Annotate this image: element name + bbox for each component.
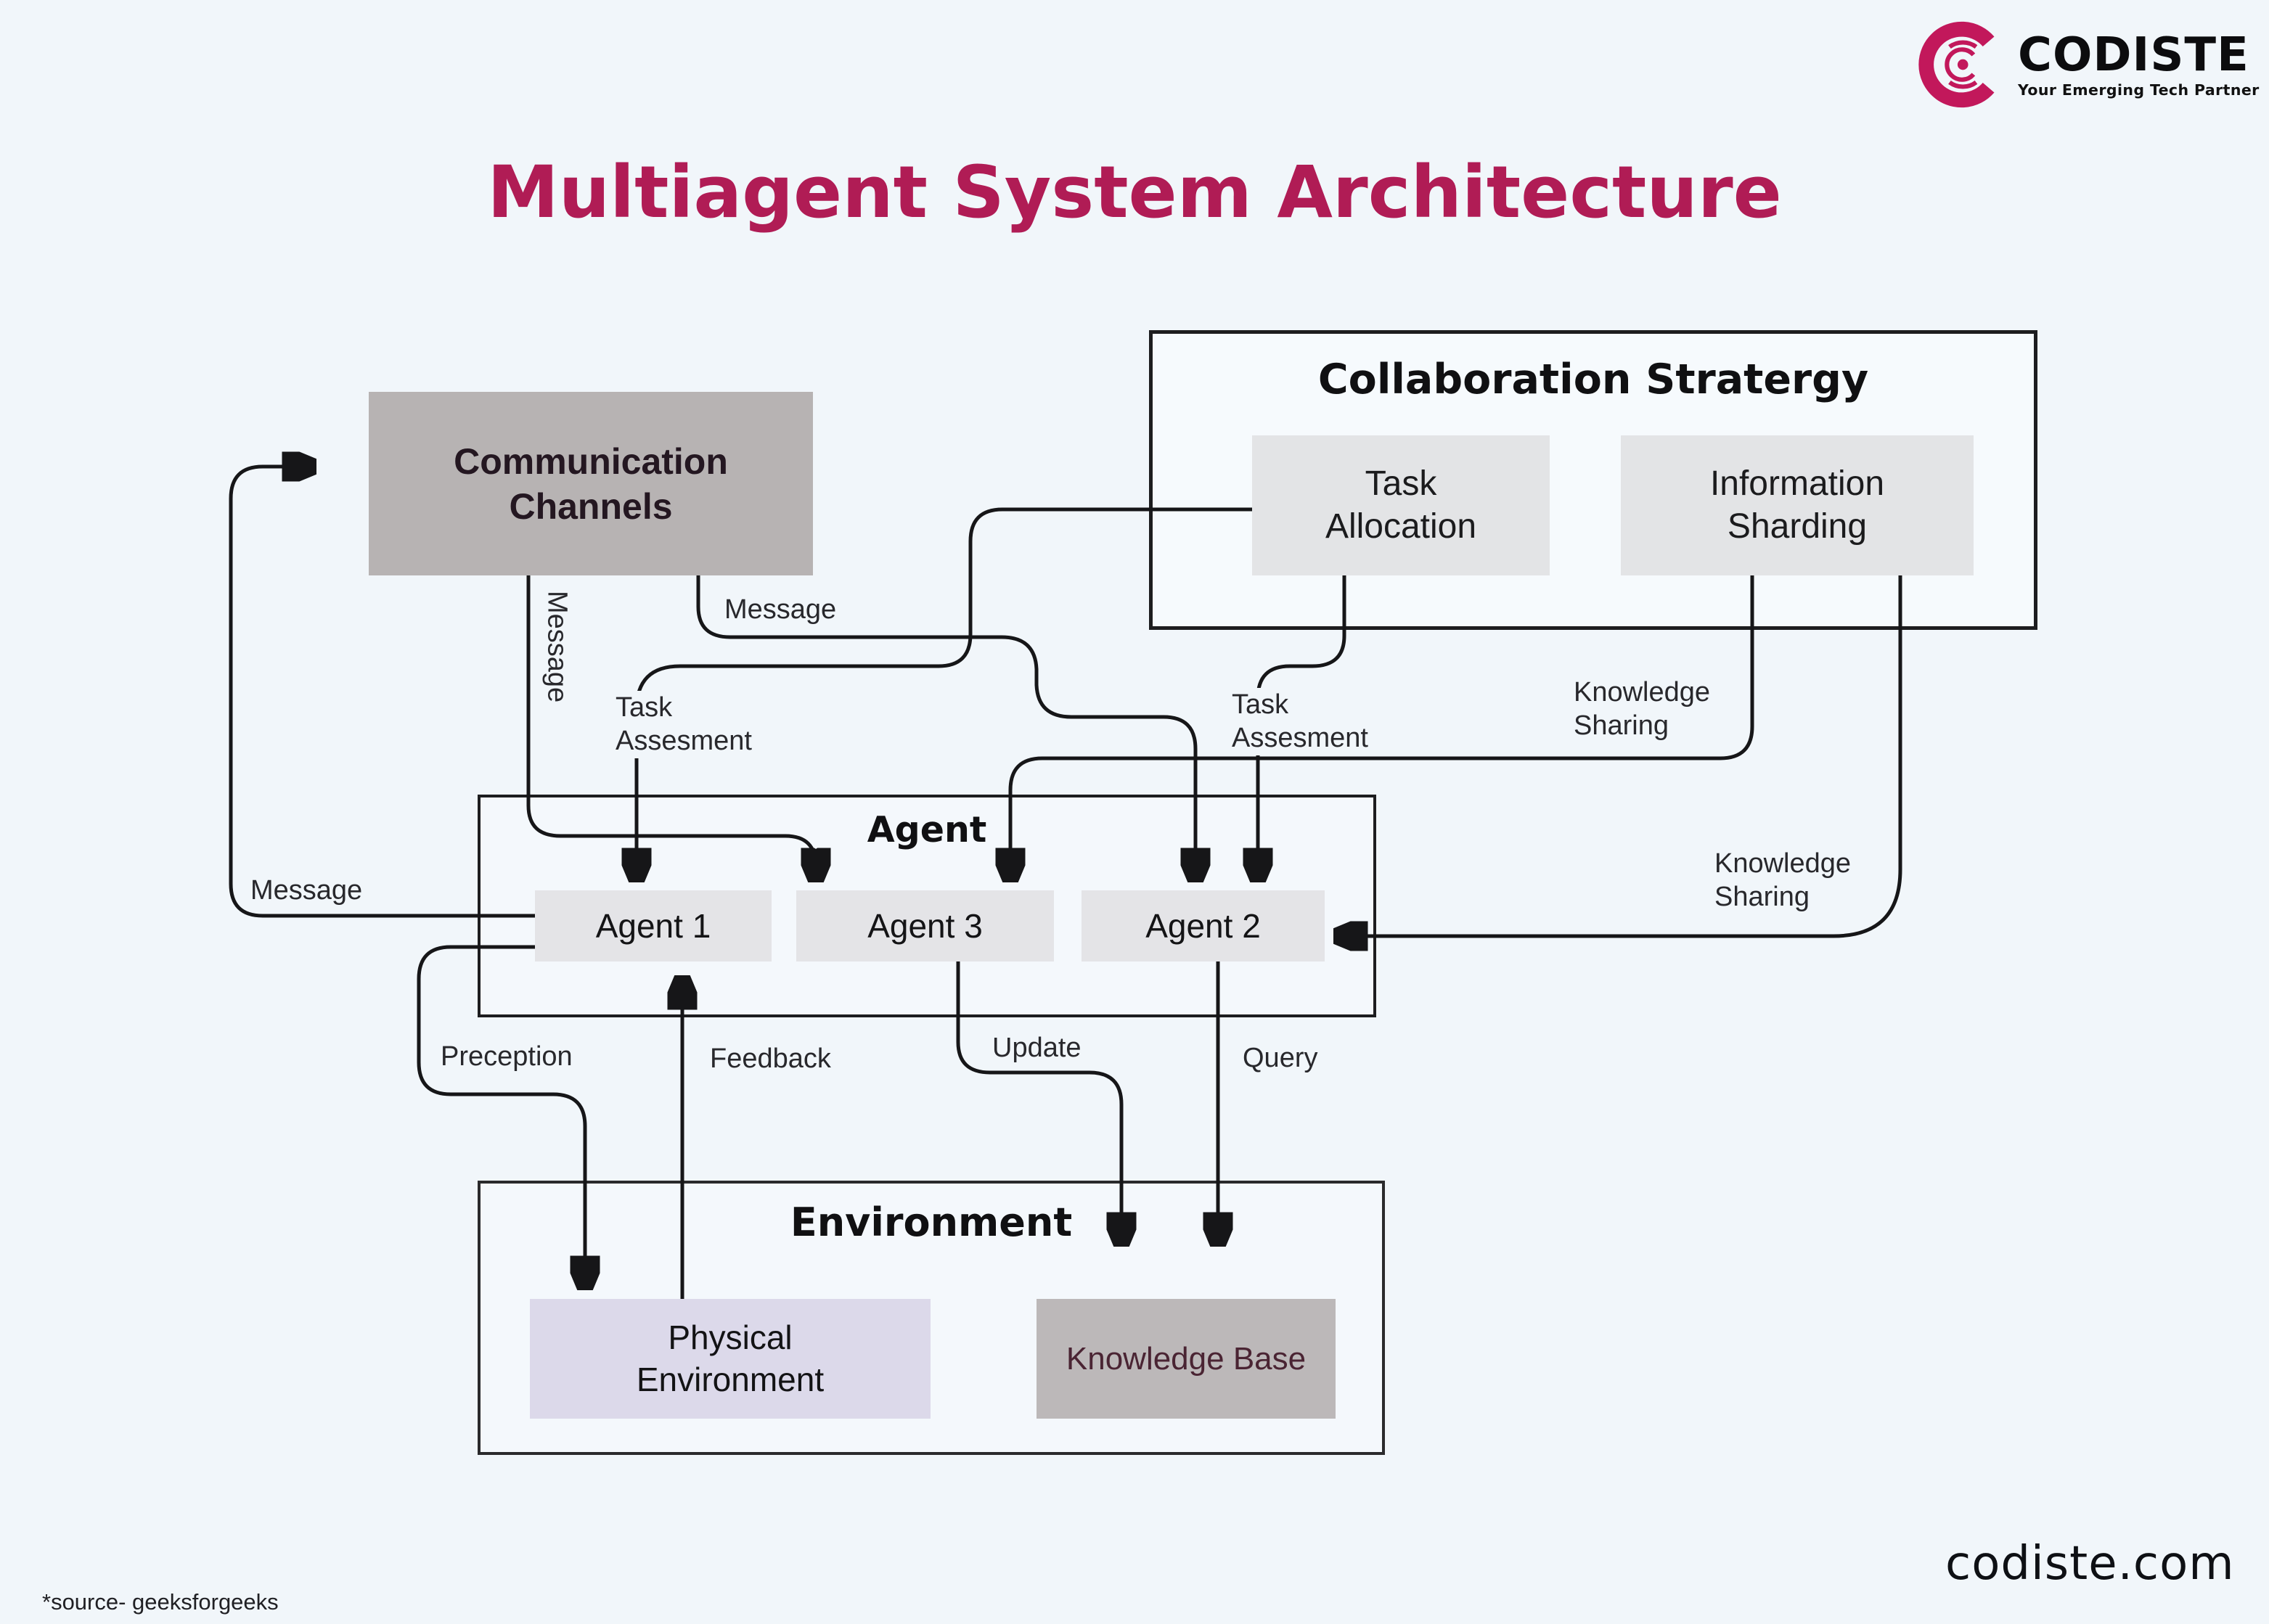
node-label: Information Sharding — [1709, 464, 1885, 546]
edge-label-knowledge-sharing-1: Knowledge Sharing — [1574, 677, 1711, 741]
edge-label-message-vertical: Message — [541, 591, 573, 703]
page-title: Multiagent System Architecture — [487, 151, 1782, 234]
node-label: Knowledge Base — [1066, 1340, 1307, 1377]
group-title: Agent — [867, 809, 987, 850]
node-label: Communication Channels — [454, 440, 728, 527]
edge-label-message-left: Message — [250, 875, 363, 906]
edge-label-task-assesment-left: Task Assesment — [612, 691, 752, 759]
edge-label-knowledge-sharing-2: Knowledge Sharing — [1714, 848, 1852, 912]
edge-label-task-assesment-right: Task Assesment — [1228, 688, 1368, 756]
node-agent-3: Agent 3 — [796, 890, 1054, 961]
website-url: codiste.com — [1945, 1537, 2235, 1591]
group-title: Environment — [790, 1199, 1073, 1245]
node-agent-2: Agent 2 — [1082, 890, 1325, 961]
node-label: Task Allocation — [1325, 464, 1477, 546]
node-agent-1: Agent 1 — [535, 890, 772, 961]
node-communication-channels: Communication Channels — [369, 392, 813, 575]
edge-label-message-horizontal: Message — [724, 594, 837, 625]
source-note: *source- geeksforgeeks — [42, 1589, 279, 1615]
node-knowledge-base: Knowledge Base — [1037, 1299, 1336, 1419]
node-label: Agent 1 — [595, 907, 711, 945]
edge-label-preception: Preception — [441, 1041, 573, 1072]
node-physical-environment: Physical Environment — [530, 1299, 931, 1419]
brand-logo: CODISTE Your Emerging Tech Partner — [1918, 20, 2260, 109]
node-label: Agent 3 — [867, 907, 983, 945]
node-information-sharding: Information Sharding — [1621, 435, 1974, 575]
brand-tagline: Your Emerging Tech Partner — [2018, 81, 2260, 99]
node-label: Physical Environment — [636, 1319, 825, 1398]
node-label: Agent 2 — [1145, 907, 1261, 945]
codiste-logo-icon — [1918, 21, 1995, 108]
edge-label-feedback: Feedback — [710, 1043, 831, 1074]
brand-name: CODISTE — [2018, 28, 2249, 82]
group-title: Collaboration Stratergy — [1317, 356, 1869, 403]
edge-label-update: Update — [992, 1033, 1082, 1063]
node-task-allocation: Task Allocation — [1252, 435, 1550, 575]
edge-label-query: Query — [1243, 1043, 1318, 1073]
